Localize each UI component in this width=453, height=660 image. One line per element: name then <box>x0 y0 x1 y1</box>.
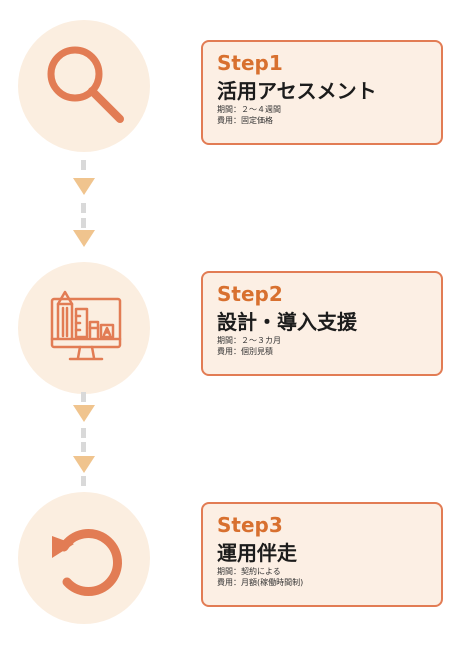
step1-label: Step1 <box>217 51 283 75</box>
step3-title: 運用伴走 <box>217 541 297 565</box>
step1-cost: 費用：固定価格 <box>217 116 273 125</box>
step1-title: 活用アセスメント <box>217 79 377 103</box>
connector-dash <box>81 476 86 486</box>
down-arrow-icon <box>73 456 95 473</box>
step3-label: Step3 <box>217 513 283 537</box>
down-arrow-icon <box>73 178 95 195</box>
connector-dash <box>81 218 86 228</box>
down-arrow-icon <box>73 230 95 247</box>
down-arrow-icon <box>73 405 95 422</box>
cycle-arrow-icon <box>52 529 122 596</box>
design-monitor-icon <box>50 290 122 361</box>
step2-card: Step2 設計・導入支援 期間：２〜３カ月 費用：個別見積 <box>201 271 443 376</box>
step2-period: 期間：２〜３カ月 <box>217 336 281 345</box>
step3-period: 期間：契約による <box>217 567 281 576</box>
connector-dash <box>81 160 86 170</box>
step2-title: 設計・導入支援 <box>217 310 357 334</box>
connector-dash <box>81 428 86 438</box>
step1-circle <box>18 20 150 152</box>
connector-dash <box>81 442 86 452</box>
step1-period: 期間：２〜４週間 <box>217 105 281 114</box>
connector-dash <box>81 392 86 402</box>
step3-card: Step3 運用伴走 期間：契約による 費用：月額(稼働時間制) <box>201 502 443 607</box>
search-icon <box>47 46 124 123</box>
connector-dash <box>81 203 86 213</box>
step3-cost: 費用：月額(稼働時間制) <box>217 578 304 587</box>
step2-cost: 費用：個別見積 <box>217 347 273 356</box>
step2-circle <box>18 262 150 394</box>
step3-circle <box>18 492 150 624</box>
step2-label: Step2 <box>217 282 283 306</box>
step1-card: Step1 活用アセスメント 期間：２〜４週間 費用：固定価格 <box>201 40 443 145</box>
step-connector-2 <box>73 392 95 490</box>
step-connector-1 <box>73 160 95 258</box>
